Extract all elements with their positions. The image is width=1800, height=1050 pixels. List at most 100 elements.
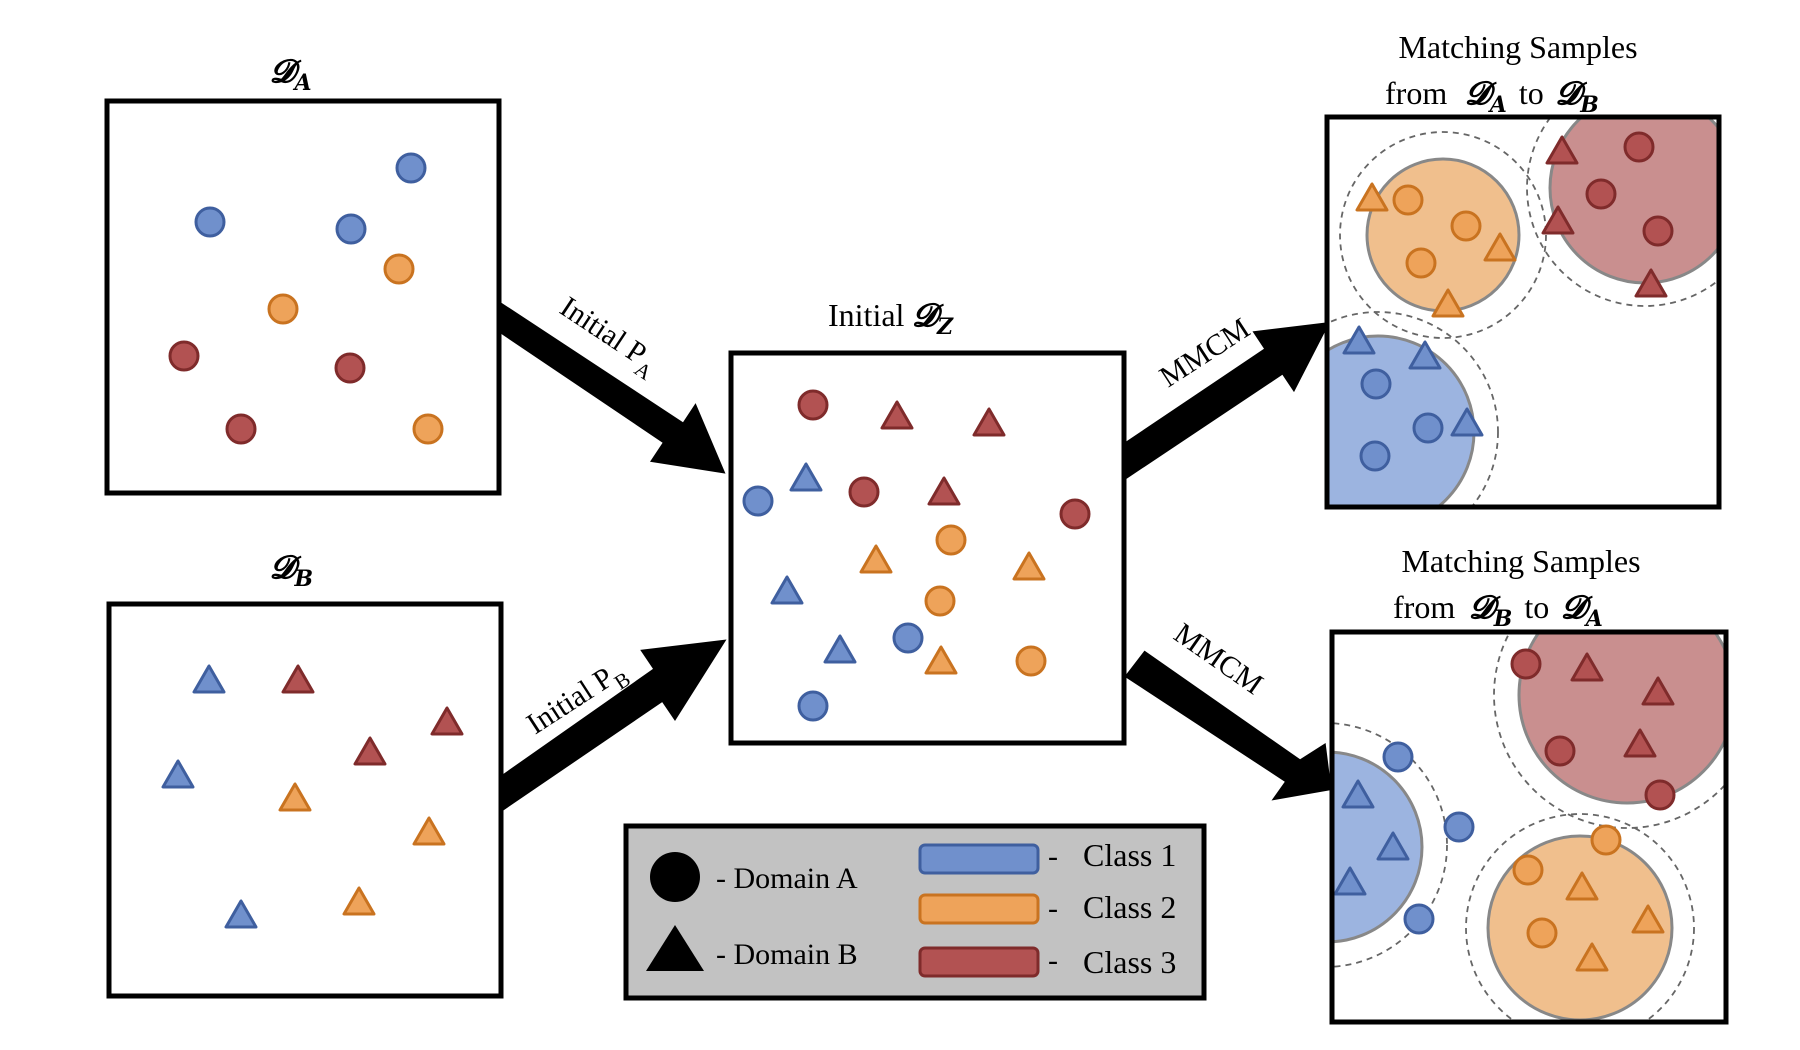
legend-class-1: Class 1 (1083, 837, 1176, 873)
legend-class-3-swatch (918, 946, 1040, 978)
domain-b-sample-class-2 (1575, 942, 1609, 972)
cluster-halo-class-2 (1465, 813, 1695, 1022)
domain-a-sample-class-1 (1360, 368, 1392, 400)
legend-class-2-swatch (918, 893, 1040, 925)
arrow-mmcm-top: MMCM (1106, 312, 1330, 480)
domain-b-sample-class-2 (1565, 871, 1599, 901)
domain-b-sample-class-1 (1341, 779, 1375, 809)
domain-b-sample-class-3 (1623, 728, 1657, 758)
domain-b-sample-class-2 (859, 544, 893, 574)
cluster-halo-class-1 (1332, 722, 1448, 968)
markers-domain-b (161, 664, 464, 929)
domain-b-sample-class-2 (924, 645, 958, 675)
domain-b-sample-class-1 (192, 664, 226, 694)
domain-a-sample-class-2 (1512, 854, 1544, 886)
cluster-class-1 (1327, 334, 1476, 507)
title-domain-a: 𝓓A (270, 52, 312, 96)
domain-b-sample-class-2 (412, 816, 446, 846)
markers-initial-dz (742, 389, 1091, 722)
cluster-markers (1342, 131, 1674, 472)
domain-b-sample-class-3 (927, 476, 961, 506)
domain-a-sample-class-2 (1590, 824, 1622, 856)
domain-b-sample-class-3 (1545, 135, 1579, 165)
cluster-group-a-to-b (1327, 117, 1719, 507)
title-domain-b: 𝓓B (270, 548, 313, 592)
domain-a-sample-class-1 (395, 152, 427, 184)
domain-a-sample-class-1 (892, 622, 924, 654)
domain-b-sample-class-2 (1431, 288, 1465, 318)
legend-triangle-icon (646, 925, 704, 971)
domain-a-sample-class-3 (334, 352, 366, 384)
cluster-group-b-to-a (1332, 632, 1726, 1022)
legend-class-3: Class 3 (1083, 944, 1176, 980)
domain-a-sample-class-1 (335, 213, 367, 245)
cluster-markers (1333, 648, 1676, 972)
domain-a-sample-class-3 (848, 476, 880, 508)
cluster-class-3 (1548, 117, 1719, 285)
domain-a-sample-class-1 (1359, 440, 1391, 472)
svg-text:Initial 𝓓Z: Initial 𝓓Z (828, 296, 954, 340)
domain-a-sample-class-2 (383, 253, 415, 285)
domain-b-sample-class-1 (161, 759, 195, 789)
legend-class-1-swatch (918, 843, 1040, 875)
legend: - Domain A - Domain B - - - Class 1 Clas… (623, 823, 1207, 1001)
svg-text:𝓓B: 𝓓B (270, 548, 313, 592)
domain-a-sample-class-1 (742, 485, 774, 517)
domain-b-sample-class-3 (1641, 676, 1675, 706)
domain-b-sample-class-1 (1376, 831, 1410, 861)
domain-b-sample-class-2 (1631, 904, 1665, 934)
arrow-initial-pb: Initial PB (485, 639, 727, 819)
domain-b-sample-class-3 (430, 706, 464, 736)
domain-b-sample-class-2 (278, 782, 312, 812)
domain-a-sample-class-1 (1403, 903, 1435, 935)
legend-dash: - (1048, 944, 1058, 977)
domain-a-sample-class-2 (1405, 247, 1437, 279)
legend-dash: - (1048, 892, 1058, 925)
domain-a-sample-class-3 (1510, 648, 1542, 680)
domain-a-sample-class-3 (168, 340, 200, 372)
domain-a-sample-class-1 (1443, 811, 1475, 843)
legend-box (623, 823, 1207, 1001)
domain-b-sample-class-3 (972, 407, 1006, 437)
arrow-initial-pa: Initial PA (479, 290, 726, 474)
legend-dash: - (1048, 840, 1058, 873)
domain-a-sample-class-3 (225, 413, 257, 445)
domain-b-sample-class-3 (1541, 205, 1575, 235)
domain-a-sample-class-3 (1059, 498, 1091, 530)
cluster-halo-class-1 (1327, 311, 1499, 507)
domain-b-sample-class-1 (224, 899, 258, 929)
domain-b-sample-class-2 (1355, 182, 1389, 212)
domain-b-sample-class-2 (342, 886, 376, 916)
legend-circle-icon (650, 852, 700, 902)
domain-b-sample-class-1 (1342, 325, 1376, 355)
cluster-class-2 (1365, 157, 1521, 313)
legend-domain-b: - Domain B (716, 938, 858, 971)
domain-a-sample-class-3 (1585, 178, 1617, 210)
domain-a-sample-class-3 (797, 389, 829, 421)
domain-b-sample-class-1 (823, 634, 857, 664)
domain-a-sample-class-3 (1623, 131, 1655, 163)
panel-initial-dz (728, 350, 1127, 746)
domain-b-sample-class-2 (1483, 232, 1517, 262)
arrow-mmcm-bottom: MMCM (1124, 617, 1332, 801)
svg-text:Matching Samples: Matching Samples (1398, 29, 1637, 65)
domain-a-sample-class-2 (1526, 917, 1558, 949)
domain-a-sample-class-1 (1382, 741, 1414, 773)
domain-a-sample-class-2 (924, 585, 956, 617)
domain-a-sample-class-3 (1644, 779, 1676, 811)
domain-b-sample-class-1 (789, 462, 823, 492)
domain-b-sample-class-3 (1570, 652, 1604, 682)
domain-a-sample-class-2 (1450, 210, 1482, 242)
domain-b-sample-class-1 (1333, 866, 1367, 896)
svg-text:𝓓A: 𝓓A (270, 52, 312, 96)
domain-b-sample-class-3 (353, 736, 387, 766)
domain-b-sample-class-2 (1012, 551, 1046, 581)
domain-a-sample-class-2 (1015, 645, 1047, 677)
svg-text:Matching Samples: Matching Samples (1401, 543, 1640, 579)
domain-a-sample-class-1 (194, 206, 226, 238)
domain-a-sample-class-2 (1392, 184, 1424, 216)
domain-b-sample-class-3 (281, 664, 315, 694)
domain-b-sample-class-1 (1450, 407, 1484, 437)
